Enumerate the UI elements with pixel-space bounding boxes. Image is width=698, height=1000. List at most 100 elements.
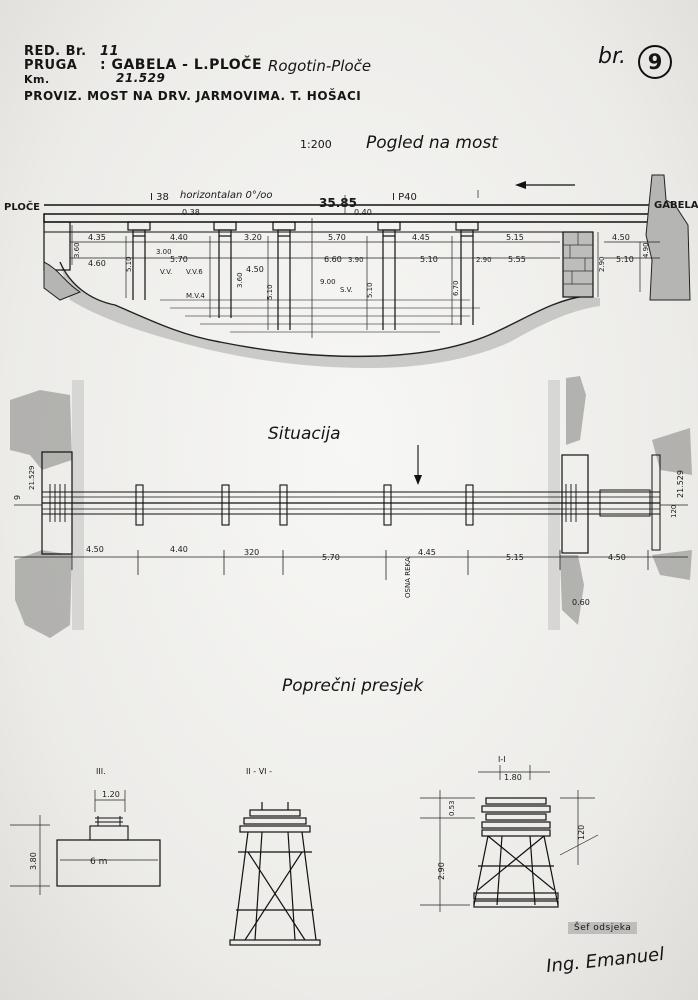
span-upper-label: 4.40	[170, 233, 188, 242]
plan-right-mark: 120	[670, 505, 678, 518]
span-dimension-lines	[70, 241, 660, 259]
plan-left-mark: 21.529	[28, 466, 36, 491]
plan-dimension-ticks	[71, 550, 649, 580]
abutment-seat	[89, 825, 129, 841]
dim-038: 0.38	[182, 208, 200, 217]
sec1-base: 6 m	[90, 857, 107, 867]
scale-label: 1:200	[300, 138, 332, 151]
plan-deck	[42, 491, 660, 515]
dim-040: 0.40	[354, 208, 372, 217]
red-br-label: RED. Br.	[24, 44, 87, 59]
water-level-label: M.V.4	[186, 292, 205, 300]
abutment-sleepers	[95, 816, 123, 826]
plan-left-bank-bottom	[15, 550, 72, 638]
section-abutment: III. 1.20 3.80 6 m	[10, 767, 161, 895]
water-level-label: S.V.	[340, 286, 353, 294]
riverbed-shading	[60, 262, 600, 368]
plan-span-label: 320	[244, 548, 259, 557]
sec3-right: 120	[577, 825, 586, 840]
plan-title: Situacija	[268, 424, 341, 444]
span-upper-label: 4.45	[412, 233, 430, 242]
sections-title: Poprečni presjek	[282, 676, 424, 696]
plan-abutment-dim: 0.60	[572, 598, 590, 607]
height-label: 5.10	[266, 284, 274, 300]
pruga-value: : GABELA - L.PLOČE	[100, 57, 263, 73]
trestle-piers	[127, 221, 479, 330]
left-rock-bank	[43, 261, 82, 301]
red-br-value: 11	[100, 44, 120, 59]
sec3-label: I-I	[498, 755, 506, 764]
plan-sleepers	[49, 484, 577, 522]
left-abutment	[43, 221, 71, 271]
sec3-top: 0.53	[448, 800, 456, 816]
grade-note: horizontalan 0°/oo	[180, 190, 273, 201]
height-label: 3.00	[156, 248, 172, 256]
plan-span-label: 4.50	[86, 545, 104, 554]
water-level-label: V.V.	[160, 268, 172, 276]
sec1-width: 1.20	[102, 790, 120, 799]
plan-pier-caps	[135, 484, 474, 526]
bridge-description: PROVIZ. MOST NA DRV. JARMOVIMA. T. HOŠAC…	[24, 89, 362, 103]
km-value: 21.529	[116, 71, 166, 85]
elevation-title: Pogled na most	[366, 133, 498, 153]
sec2-label: II - VI -	[246, 767, 272, 776]
beam-left-label: I 38	[150, 192, 169, 203]
right-abutment-masonry	[563, 232, 593, 285]
span-lower-label: 4.60	[88, 259, 106, 268]
sec1-label: III.	[96, 767, 106, 776]
water-hatching	[160, 299, 480, 333]
pruga-label: PRUGA	[24, 58, 78, 73]
plan-right-end-block	[651, 454, 661, 551]
plan-right-bank-bottom	[560, 555, 584, 625]
spans-upper: 4.35 4.40 3.20 5.70 4.45 5.15 4.50	[88, 233, 630, 242]
plan-span-label: 4.50	[608, 553, 626, 562]
riverbed-line	[59, 261, 586, 358]
beam-right-label: I P40	[392, 192, 417, 203]
height-label: 3.90	[348, 256, 364, 264]
section-i-i: I-I 1.80 0.53 2.90 120	[420, 755, 599, 912]
sec3-height: 2.90	[437, 862, 446, 880]
height-label: 3.60	[236, 272, 244, 288]
height-label: 2.90	[476, 256, 492, 264]
plan-right-mark: 21.529	[676, 470, 685, 498]
plan-span-label: 5.70	[322, 553, 340, 562]
sec3-width: 1.80	[504, 773, 522, 782]
plan-span-label: 4.40	[170, 545, 188, 554]
deck-level: 35.85	[319, 196, 357, 210]
span-upper-label: 5.15	[506, 233, 524, 242]
water-level-label: V.V.6	[186, 268, 203, 276]
office-stamp: Šef odsjeka	[568, 922, 638, 934]
height-label: 6.70	[452, 280, 460, 296]
pruga-place: Rogotin-Ploče	[268, 57, 372, 75]
height-label: 4.90	[642, 242, 650, 258]
right-station-label: GABELA	[654, 200, 698, 211]
plan-span-label: 5.15	[506, 553, 524, 562]
plan-right-abutment	[561, 454, 589, 554]
km-label: Km.	[24, 73, 50, 86]
abutment-section-body	[56, 839, 161, 887]
span-upper-label: 4.50	[612, 233, 630, 242]
plan-right-bank-top	[566, 376, 586, 445]
water-level-labels: V.V. V.V.6 M.V.4 S.V.	[160, 268, 353, 300]
span-upper-label: 5.70	[328, 233, 346, 242]
height-label: 9.00	[320, 278, 336, 286]
spans-lower: 4.60 5.70 4.50 6.60 5.10 5.55 5.10	[88, 255, 634, 274]
height-label: 2.90	[598, 256, 606, 272]
pier-heights: 3.60 5.10 3.00 3.60 5.10 9.00 3.90 5.10 …	[73, 242, 650, 300]
height-label: 5.10	[366, 282, 374, 298]
span-lower-label: 5.55	[508, 255, 526, 264]
height-label: 3.60	[73, 242, 81, 258]
span-lower-label: 5.10	[616, 255, 634, 264]
section-trestle: II - VI -	[229, 767, 321, 946]
direction-arrowhead	[515, 181, 526, 189]
river-axis-label: OSNA REKA	[404, 557, 412, 598]
river-edge-right	[548, 380, 560, 630]
span-lower-label: 5.10	[420, 255, 438, 264]
sec1-height: 3.80	[29, 852, 38, 870]
flow-arrowhead	[414, 475, 422, 485]
plan-span-labels: 4.50 4.40 320 5.70 4.45 5.15 4.50	[86, 545, 626, 562]
